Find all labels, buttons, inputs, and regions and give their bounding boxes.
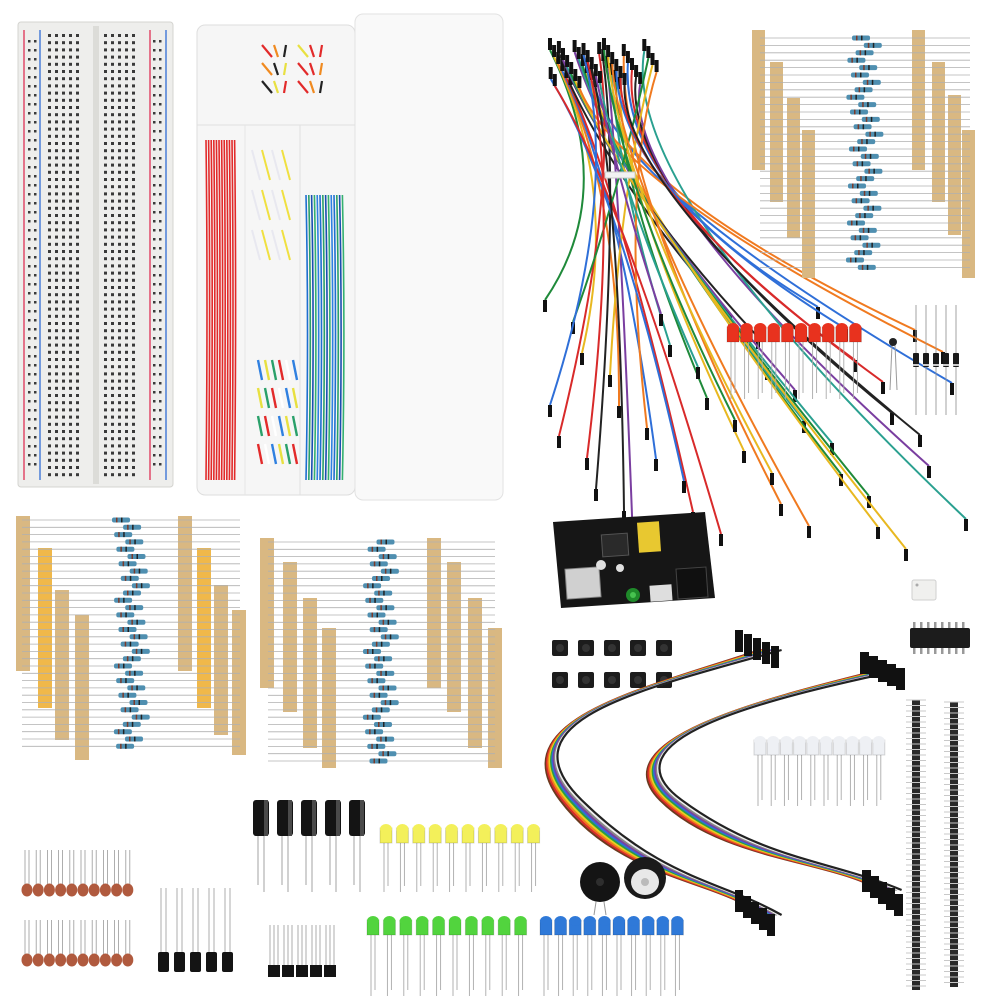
ribbon-connector — [862, 870, 871, 892]
buzzers — [580, 857, 666, 916]
ribbon-connector — [887, 664, 896, 686]
ribbon-connector — [886, 888, 895, 910]
ribbon-connector — [771, 646, 779, 668]
ribbon-connector — [869, 656, 878, 678]
ceramic-capacitor — [88, 953, 100, 967]
ceramic-capacitor — [55, 883, 67, 897]
ceramic-capacitor — [122, 883, 134, 897]
ceramic-capacitor — [55, 953, 67, 967]
ceramic-capacitor — [21, 953, 33, 967]
ribbon-connector — [878, 660, 887, 682]
diode — [923, 353, 929, 367]
electrolytic-capacitors-small — [158, 888, 233, 972]
resistor-strips-bottom-left — [16, 516, 246, 760]
small-electrolytic — [158, 952, 169, 972]
red-leds — [726, 323, 862, 399]
ceramic-capacitor — [88, 883, 100, 897]
breadboard-holes — [28, 34, 162, 477]
ribbon-connector — [878, 882, 887, 904]
ceramic-capacitor — [111, 883, 123, 897]
diode — [943, 353, 949, 367]
transistor — [324, 965, 336, 977]
ribbon-connector — [762, 642, 770, 664]
ribbon-connector — [744, 634, 752, 656]
optocoupler — [911, 579, 937, 601]
ceramic-capacitor — [99, 953, 111, 967]
ceramic-capacitor — [122, 953, 134, 967]
ceramic-capacitor — [111, 953, 123, 967]
transistor — [296, 965, 308, 977]
dip-ic-chip — [910, 622, 970, 654]
ceramic-capacitors — [21, 850, 134, 967]
ribbon-connector — [767, 914, 775, 936]
ribbon-connector — [860, 652, 869, 674]
ribbon-connector — [753, 638, 761, 660]
diode — [953, 353, 959, 367]
ceramic-capacitor — [32, 883, 44, 897]
transistor — [268, 965, 280, 977]
resistor-strips-top-right — [752, 30, 975, 278]
preformed-jumper-wires — [205, 44, 345, 481]
dupont-jumper-bundle — [543, 38, 968, 561]
ribbon-connector — [870, 876, 879, 898]
breadboard — [17, 21, 174, 488]
tactile-push-buttons — [552, 640, 672, 688]
blue-leds — [539, 916, 684, 996]
ribbon-connector — [896, 668, 905, 690]
ribbon-jumper-cables — [544, 630, 905, 936]
jumper-wire-box — [196, 13, 504, 501]
ceramic-capacitor — [66, 953, 78, 967]
thermistor — [889, 338, 898, 391]
small-electrolytic — [190, 952, 201, 972]
ribbon-connector — [743, 896, 751, 918]
pin-header — [912, 700, 920, 990]
rectifier-diodes — [913, 305, 959, 415]
ceramic-capacitor — [43, 883, 55, 897]
ceramic-capacitor — [43, 953, 55, 967]
transistor — [310, 965, 322, 977]
transistor — [282, 965, 294, 977]
ribbon-connector — [751, 902, 759, 924]
small-electrolytic — [206, 952, 217, 972]
ceramic-capacitor — [21, 883, 33, 897]
cable-tie — [604, 171, 636, 179]
ribbon-connector — [894, 894, 903, 916]
ribbon-connector — [759, 908, 767, 930]
diode — [913, 353, 919, 367]
ceramic-capacitor — [66, 883, 78, 897]
resistor-strips-bottom-center — [260, 538, 502, 768]
ceramic-capacitor — [77, 953, 89, 967]
diode — [933, 353, 939, 367]
small-electrolytic — [174, 952, 185, 972]
ribbon-connector — [735, 630, 743, 652]
small-electrolytic — [222, 952, 233, 972]
electrolytic-capacitors-large — [253, 800, 365, 892]
ribbon-connector — [735, 890, 743, 912]
green-leds — [366, 916, 528, 996]
yellow-leds — [379, 824, 541, 892]
breadboard-power-module — [553, 512, 715, 608]
ceramic-capacitor — [77, 883, 89, 897]
male-pin-headers — [906, 699, 964, 990]
white-leds — [753, 736, 886, 806]
ceramic-capacitor — [99, 883, 111, 897]
ceramic-capacitor — [32, 953, 44, 967]
transistors — [268, 925, 336, 977]
